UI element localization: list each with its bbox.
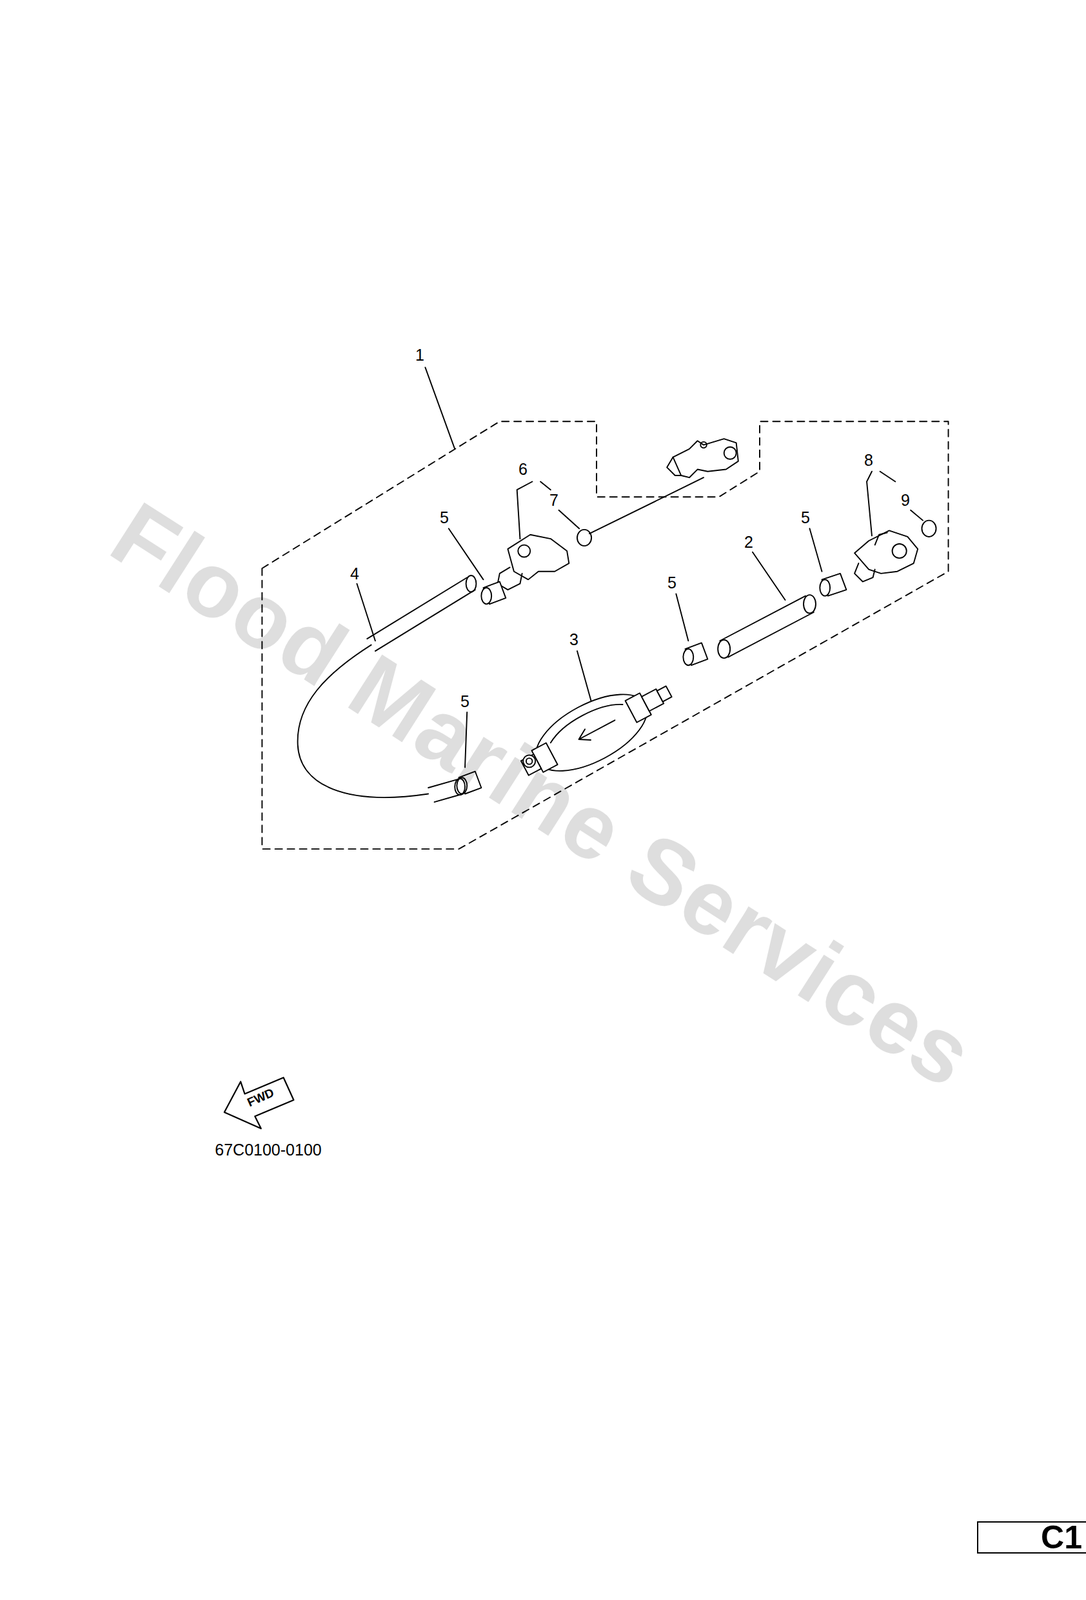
callout-number: 6 <box>518 461 528 478</box>
callout-number: 8 <box>864 452 874 469</box>
callout-number: 1 <box>415 346 425 364</box>
page-code: C1 <box>1040 1520 1083 1553</box>
diagram-code: 67C0100-0100 <box>214 1141 322 1158</box>
callout-number: 5 <box>667 574 677 591</box>
callout-number: 5 <box>800 509 810 526</box>
watermark: Flood Marine Services <box>97 486 989 1103</box>
callout-number: 7 <box>549 492 559 509</box>
callout-number: 5 <box>439 509 449 526</box>
page-code-box: C1 <box>977 1520 1086 1553</box>
callout-number: 2 <box>744 533 754 551</box>
callout-number: 3 <box>569 631 579 648</box>
callout-number: 9 <box>900 492 910 509</box>
callout-number: 4 <box>350 565 360 582</box>
